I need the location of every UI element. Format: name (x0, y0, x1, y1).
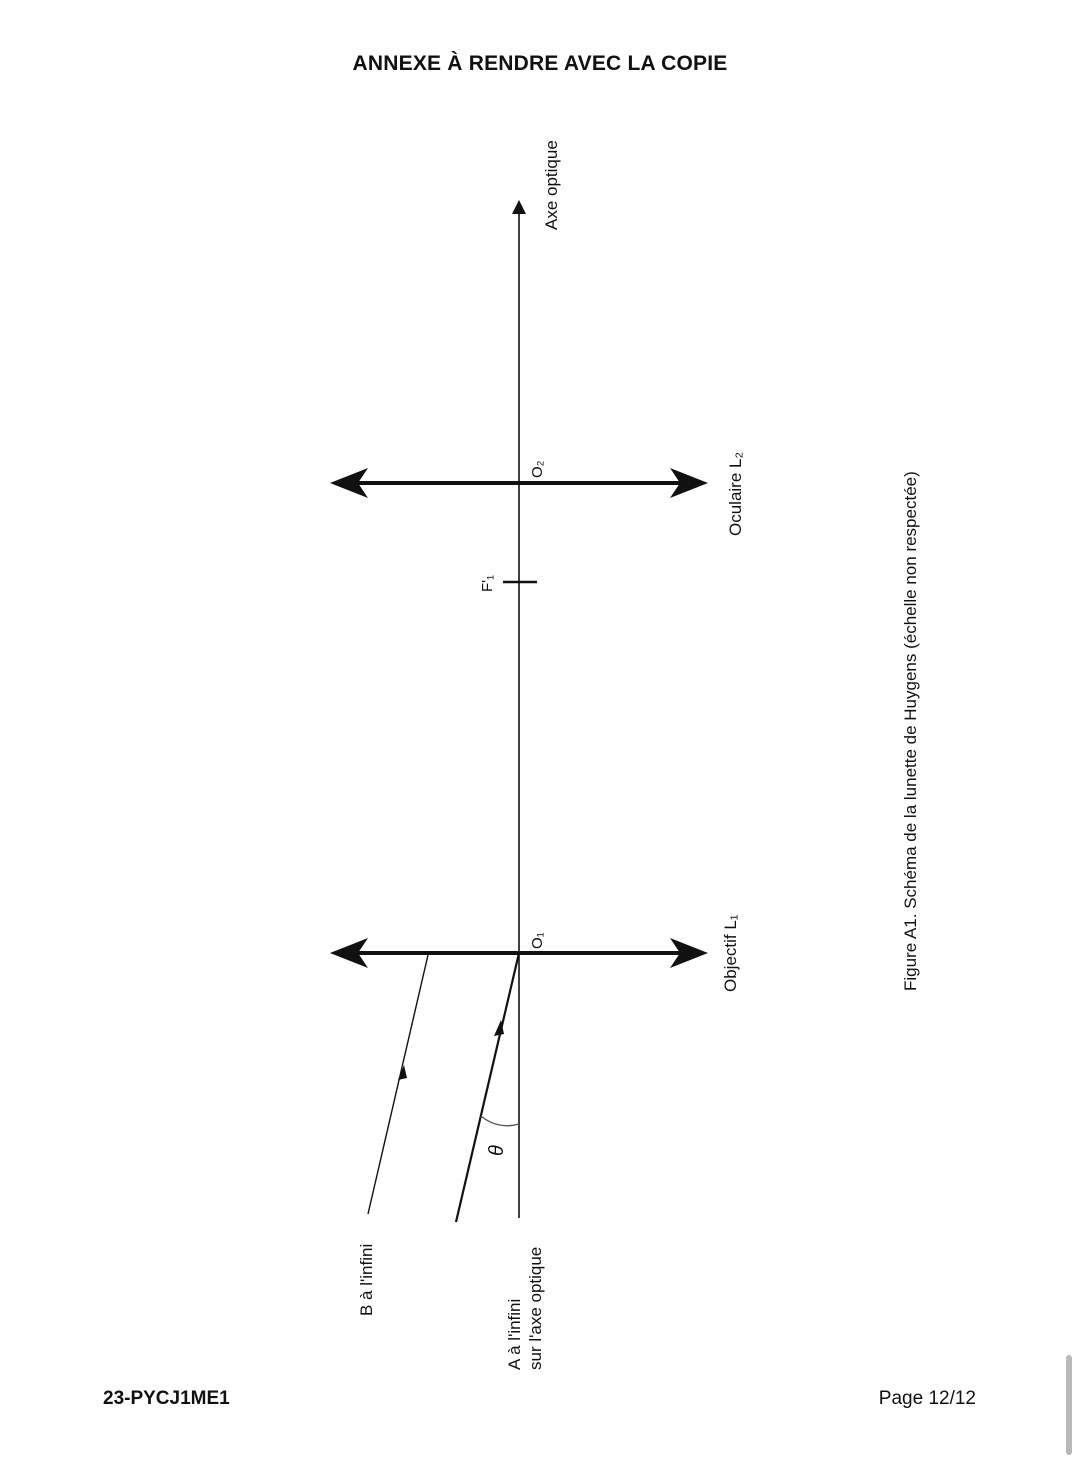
a-infinity-label-line1: A à l'infini (505, 1299, 524, 1370)
o2-label: O₂ (529, 460, 546, 478)
objective-lens-right-arrowhead (670, 938, 708, 968)
page-number: Page 12/12 (878, 1388, 976, 1409)
vertical-scrollbar[interactable] (1066, 1355, 1072, 1455)
page-title: ANNEXE À RENDRE AVEC LA COPIE (352, 52, 728, 75)
ray-b-arrowhead (398, 1065, 407, 1080)
eyepiece-lens-right-arrowhead (670, 468, 708, 498)
document-code: 23-PYCJ1ME1 (103, 1388, 230, 1409)
eyepiece-label: Oculaire L₂ (726, 452, 745, 536)
ray-a-arrowhead (494, 1020, 504, 1036)
b-infinity-label: B à l'infini (357, 1244, 376, 1316)
optical-axis-label: Axe optique (542, 140, 561, 230)
o1-label: O₁ (529, 932, 546, 949)
eyepiece-lens-left-arrowhead (330, 468, 368, 498)
figure-caption: Figure A1. Schéma de la lunette de Huyge… (901, 471, 920, 991)
objective-lens-left-arrowhead (330, 938, 368, 968)
optical-axis-arrowhead (512, 200, 526, 214)
objective-label: Objectif L₁ (721, 914, 740, 992)
ray-b (367, 954, 429, 1215)
objective-lens (330, 938, 708, 968)
eyepiece-lens (330, 468, 708, 498)
theta-label: θ (486, 1145, 508, 1156)
a-infinity-label-line2: sur l'axe optique (526, 1247, 545, 1370)
ray-a (454, 952, 521, 1223)
theta-angle-arc (480, 1115, 520, 1127)
focal-point-f1-label: F'₁ (479, 575, 496, 592)
